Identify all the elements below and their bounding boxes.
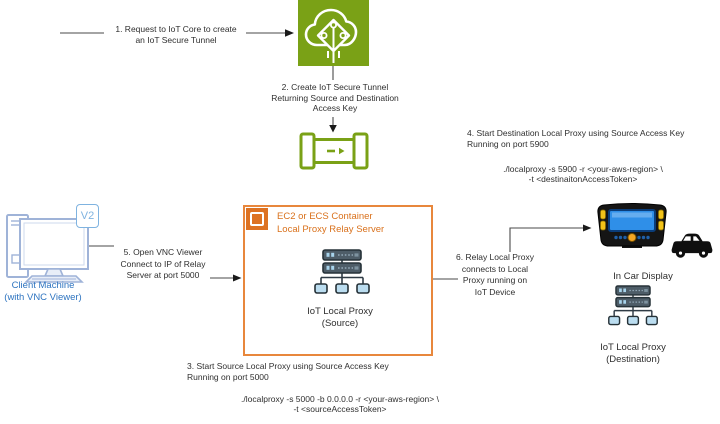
arrow-to-car-display [583, 224, 592, 232]
arrow-to-tunnel [329, 125, 337, 133]
step3-command: ./localproxy -s 5000 -b 0.0.0.0 -r <your… [241, 394, 439, 414]
step3-label: 3. Start Source Local Proxy using Source… [187, 361, 389, 382]
desktop-computer-icon [6, 214, 89, 283]
ec2-instance-icon [246, 208, 268, 230]
arrow-to-relay-box [233, 274, 242, 282]
step2-label: 2. Create IoT Secure Tunnel Returning So… [271, 82, 399, 113]
client-machine-label: Client Machine (with VNC Viewer) [4, 280, 82, 303]
step6-label: 6. Relay Local Proxy connects to Local P… [456, 252, 534, 297]
arrow-to-iot-core [285, 29, 294, 37]
car-head-unit-icon [597, 203, 667, 248]
proxy-destination-label: IoT Local Proxy (Destination) [600, 342, 666, 365]
relay-box-title: EC2 or ECS Container Local Proxy Relay S… [277, 211, 385, 235]
car-display-label: In Car Display [613, 271, 673, 282]
step5-label: 5. Open VNC Viewer Connect to IP of Rela… [120, 247, 206, 280]
iot-local-proxy-destination-icon [608, 285, 658, 326]
aws-iot-core-icon [298, 0, 369, 66]
iot-secure-tunnel-icon [299, 132, 369, 170]
relay-server-box [243, 205, 433, 356]
car-icon [671, 233, 713, 258]
vnc-viewer-badge: V2 [76, 204, 99, 228]
step4-label: 4. Start Destination Local Proxy using S… [467, 128, 685, 149]
iot-local-proxy-source-icon [314, 249, 370, 294]
ec2-icon-inner-square [250, 212, 264, 226]
step4-command: ./localproxy -s 5900 -r <your-aws-region… [503, 164, 663, 184]
step1-label: 1. Request to IoT Core to create an IoT … [115, 24, 237, 45]
proxy-source-label: IoT Local Proxy (Source) [307, 306, 373, 329]
vnc-badge-text: V2 [80, 210, 95, 222]
